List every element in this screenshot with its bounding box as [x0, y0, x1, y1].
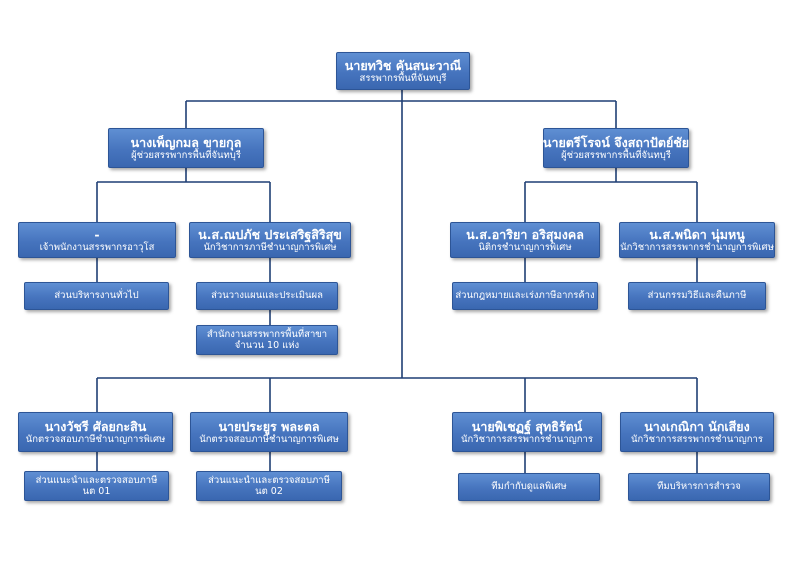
director-box: นายทวิช คันสนะวาณี สรรพากรพื้นที่จันทบุร… — [336, 52, 470, 90]
row1-title-1: เจ้าพนักงานสรรพากรอาวุโส — [39, 241, 155, 253]
row2-name-3: นายพิเชฏฐ์ สุทธิรัตน์ — [471, 418, 583, 434]
row1-box-1: - เจ้าพนักงานสรรพากรอาวุโส — [18, 222, 176, 258]
unit-label: ทีมกำกับดูแลพิเศษ — [491, 481, 567, 493]
row2-name-2: นายประยูร พละตล — [218, 418, 320, 434]
assistant-right-name: นายตรีโรจน์ จึงสถาปัตย์ชัย — [542, 134, 690, 150]
assistant-right-box: นายตรีโรจน์ จึงสถาปัตย์ชัย ผู้ช่วยสรรพาก… — [543, 128, 689, 168]
director-name: นายทวิช คันสนะวาณี — [344, 57, 462, 73]
unit-tax-refund: ส่วนกรรมวิธีและคืนภาษี — [628, 282, 766, 310]
row2-title-3: นักวิชาการสรรพากรชำนาญการ — [461, 433, 593, 445]
row1-title-2: นักวิชาการภาษีชำนาญการพิเศษ — [203, 241, 337, 253]
unit-label: ส่วนกฎหมายและเร่งภาษีอากรค้าง — [455, 290, 595, 302]
row1-title-4: นักวิชาการสรรพากรชำนาญการพิเศษ — [620, 241, 774, 253]
unit-branch-offices: สำนักงานสรรพากรพื้นที่สาขา จำนวน 10 แห่ง — [196, 325, 338, 355]
unit-special-supervision: ทีมกำกับดูแลพิเศษ — [458, 473, 600, 501]
unit-survey-management: ทีมบริหารการสำรวจ — [628, 473, 770, 501]
unit-label: ทีมบริหารการสำรวจ — [657, 481, 741, 493]
unit-audit-02: ส่วนแนะนำและตรวจสอบภาษี นต 02 — [196, 471, 342, 501]
unit-label-line1: ส่วนแนะนำและตรวจสอบภาษี — [208, 474, 330, 486]
row1-title-3: นิติกรชำนาญการพิเศษ — [478, 241, 572, 253]
row2-title-2: นักตรวจสอบภาษีชำนาญการพิเศษ — [199, 433, 339, 445]
row2-title-4: นักวิชาการสรรพากรชำนาญการ — [631, 433, 763, 445]
row2-title-1: นักตรวจสอบภาษีชำนาญการพิเศษ — [25, 433, 166, 445]
unit-label-line2: นต 01 — [82, 486, 111, 497]
row2-box-4: นางเกณิกา นักเสียง นักวิชาการสรรพากรชำนา… — [620, 412, 774, 452]
row2-name-4: นางเกณิกา นักเสียง — [644, 418, 750, 434]
unit-planning: ส่วนวางแผนและประเมินผล — [196, 282, 338, 310]
assistant-right-title: ผู้ช่วยสรรพากรพื้นที่จันทบุรี — [561, 149, 671, 161]
director-title: สรรพากรพื้นที่จันทบุรี — [359, 72, 447, 84]
unit-label: ส่วนบริหารงานทั่วไป — [54, 290, 139, 302]
row2-box-1: นางวัชรี ศัลยกะสิน นักตรวจสอบภาษีชำนาญกา… — [18, 412, 173, 452]
row1-name-4: น.ส.พนิดา นุ่มหนู — [649, 226, 745, 242]
unit-label: ส่วนวางแผนและประเมินผล — [211, 290, 323, 302]
unit-label-line2: จำนวน 10 แห่ง — [234, 340, 300, 351]
row1-box-4: น.ส.พนิดา นุ่มหนู นักวิชาการสรรพากรชำนาญ… — [619, 222, 775, 258]
row2-name-1: นางวัชรี ศัลยกะสิน — [44, 418, 147, 434]
row2-box-2: นายประยูร พละตล นักตรวจสอบภาษีชำนาญการพิ… — [190, 412, 348, 452]
assistant-left-box: นางเพ็ญกมล ขายกุล ผู้ช่วยสรรพากรพื้นที่จ… — [108, 128, 264, 168]
row2-box-3: นายพิเชฏฐ์ สุทธิรัตน์ นักวิชาการสรรพากรช… — [452, 412, 602, 452]
row1-name-1: - — [94, 226, 100, 242]
unit-legal: ส่วนกฎหมายและเร่งภาษีอากรค้าง — [452, 282, 598, 310]
unit-general-admin: ส่วนบริหารงานทั่วไป — [24, 282, 169, 310]
assistant-left-name: นางเพ็ญกมล ขายกุล — [130, 134, 242, 150]
unit-label-line2: นต 02 — [255, 486, 283, 497]
row1-name-2: น.ส.ณปภัช ประเสริฐสิริสุข — [198, 226, 342, 242]
row1-box-2: น.ส.ณปภัช ประเสริฐสิริสุข นักวิชาการภาษี… — [189, 222, 351, 258]
row1-box-3: น.ส.อาริยา อริสุมงคล นิติกรชำนาญการพิเศษ — [450, 222, 600, 258]
row1-name-3: น.ส.อาริยา อริสุมงคล — [466, 226, 584, 242]
assistant-left-title: ผู้ช่วยสรรพากรพื้นที่จันทบุรี — [131, 149, 241, 161]
unit-label-line1: ส่วนแนะนำและตรวจสอบภาษี — [35, 474, 158, 486]
unit-audit-01: ส่วนแนะนำและตรวจสอบภาษี นต 01 — [24, 471, 169, 501]
unit-label-line1: สำนักงานสรรพากรพื้นที่สาขา — [206, 328, 328, 340]
unit-label: ส่วนกรรมวิธีและคืนภาษี — [647, 290, 747, 302]
